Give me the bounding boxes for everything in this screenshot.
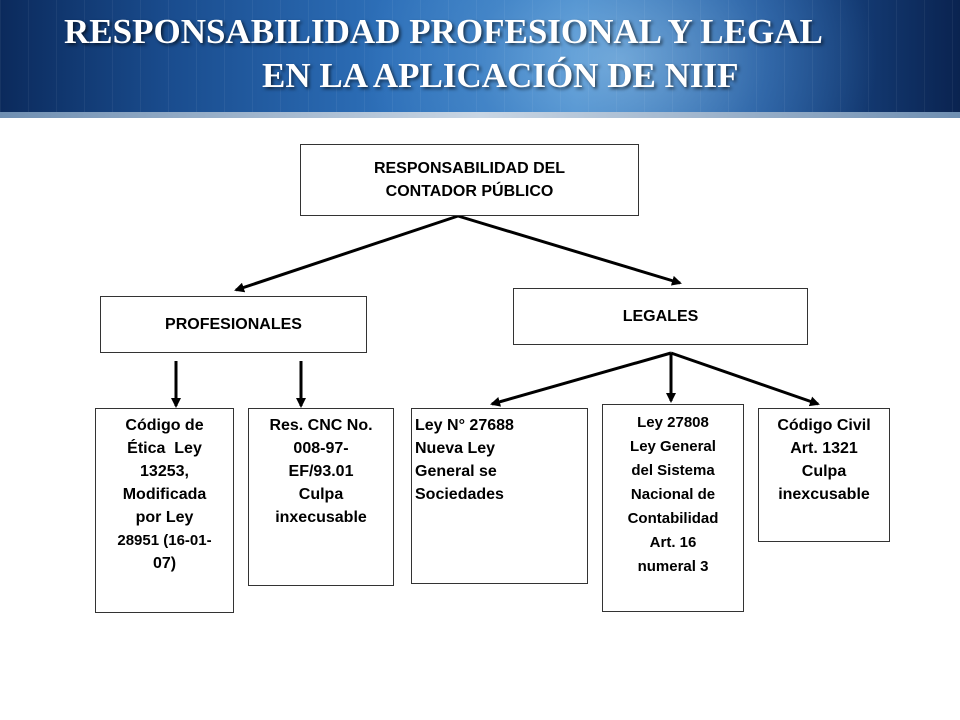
leaf-line: 07) xyxy=(152,555,177,572)
root-line-1: RESPONSABILIDAD DEL xyxy=(373,160,566,177)
leaf-line: EF/93.01 xyxy=(288,463,354,480)
leaf-line: 28951 (16-01- xyxy=(117,532,212,549)
leaf-line: Art. 1321 xyxy=(790,440,858,457)
arrow-legales-to-codigo-civil xyxy=(670,351,820,407)
leaf-line: 008-97- xyxy=(293,440,349,457)
root-line-2: CONTADOR PÚBLICO xyxy=(385,183,554,200)
leaf-line: Culpa xyxy=(298,486,344,503)
leaf-line: Ley General xyxy=(630,438,716,455)
leaf-line: Ética Ley xyxy=(127,440,202,457)
leaf-line: Ley 27808 xyxy=(637,414,709,431)
leaf-line: 13253, xyxy=(140,463,189,480)
slide-title-line-1: RESPONSABILIDAD PROFESIONAL Y LEGAL xyxy=(64,12,823,51)
leaf-line: Culpa xyxy=(801,463,847,480)
leaf-line: inexcusable xyxy=(778,486,870,503)
legales-label: LEGALES xyxy=(622,308,699,325)
leaf-line: Art. 16 xyxy=(649,534,697,551)
leaf-line: inxecusable xyxy=(275,509,367,526)
leaf-line: Nacional de xyxy=(630,486,716,503)
leaf-line: del Sistema xyxy=(631,462,715,479)
leaf-line: Contabilidad xyxy=(627,510,719,527)
leaf-codigo-etica: Código de Ética Ley 13253, Modificada po… xyxy=(95,408,234,613)
leaf-line: Código Civil xyxy=(777,417,871,434)
legales-box: LEGALES xyxy=(513,288,808,345)
profesionales-box: PROFESIONALES xyxy=(100,296,367,353)
slide-title-line-2: EN LA APLICACIÓN DE NIIF xyxy=(262,56,739,95)
leaf-line: por Ley xyxy=(135,509,194,526)
profesionales-label: PROFESIONALES xyxy=(165,316,302,333)
arrow-root-to-legales xyxy=(457,214,682,286)
leaf-line: Res. CNC No. xyxy=(269,417,373,434)
leaf-line: Código de xyxy=(125,417,204,434)
leaf-line: Ley N° 27688 xyxy=(415,417,514,434)
arrow-root-to-profesionales xyxy=(234,214,459,293)
leaf-res-cnc: Res. CNC No. 008-97- EF/93.01 Culpa inxe… xyxy=(248,408,394,586)
leaf-line: Sociedades xyxy=(415,486,504,503)
arrow-legales-to-ley-27688 xyxy=(490,351,672,407)
title-banner xyxy=(0,0,960,118)
leaf-ley-27808: Ley 27808 Ley General del Sistema Nacion… xyxy=(602,404,744,612)
leaf-line: Modificada xyxy=(122,486,207,503)
leaf-line: numeral 3 xyxy=(637,558,709,575)
title-divider xyxy=(0,112,960,118)
leaf-line: Nueva Ley xyxy=(415,440,496,457)
leaf-codigo-civil: Código Civil Art. 1321 Culpa inexcusable xyxy=(758,408,890,542)
leaf-ley-27688: Ley N° 27688 Nueva Ley General se Socied… xyxy=(411,408,588,584)
root-box: RESPONSABILIDAD DEL CONTADOR PÚBLICO xyxy=(300,144,639,216)
leaf-line: General se xyxy=(415,463,497,480)
